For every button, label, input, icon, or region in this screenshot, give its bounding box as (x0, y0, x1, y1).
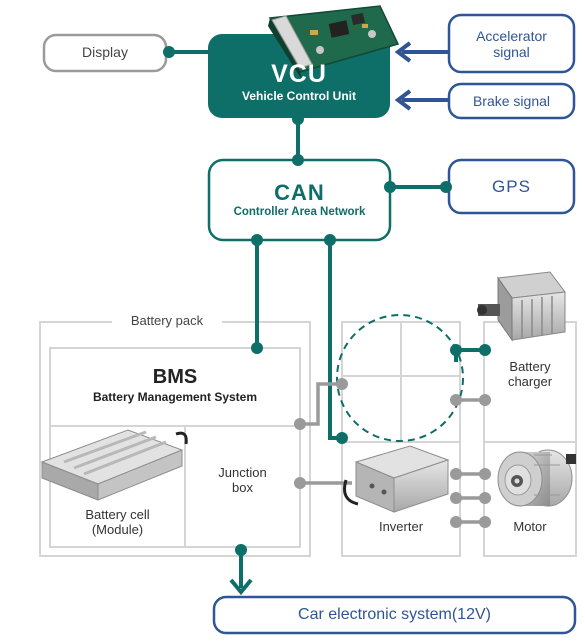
dot-charger-teal-right (479, 344, 491, 356)
gps-label: GPS (492, 177, 531, 196)
battery-module-image (40, 429, 188, 501)
dot-can-right (384, 181, 396, 193)
battery-cell-label-line2: (Module) (91, 522, 144, 537)
inverter-image (343, 445, 450, 513)
inverter-label: Inverter (378, 519, 424, 534)
vcu-circuit-board-image (268, 5, 400, 80)
dot-can-top (292, 154, 304, 166)
battery-pack-label-bg (112, 313, 222, 331)
charger-label-line1: Battery (509, 359, 551, 374)
dot-can-bms (251, 234, 263, 246)
battery-cell-label-line1: Battery cell (85, 507, 150, 522)
accelerator-box (447, 13, 576, 74)
dot-car-system (235, 544, 247, 556)
accelerator-arrowhead (394, 41, 412, 63)
car-system-label: Car electronic system(12V) (298, 606, 491, 623)
dot-inverter-1 (450, 468, 462, 480)
dot-motor-3 (479, 516, 491, 528)
dot-can-inverter (324, 234, 336, 246)
dot-motor-2 (479, 492, 491, 504)
dot-display (163, 46, 175, 58)
motor-label: Motor (513, 519, 547, 534)
can-subtitle: Controller Area Network (233, 206, 366, 218)
brake-label: Brake signal (472, 93, 551, 109)
dot-charger-gray-right (479, 394, 491, 406)
dot-bms-top (251, 342, 263, 354)
brake-box (447, 82, 576, 120)
dot-gps (440, 181, 452, 193)
dot-charger-teal-left (450, 344, 462, 356)
charger-label-line2: charger (507, 374, 553, 389)
can-inverter-link (328, 238, 342, 440)
bms-subtitle: Battery Management System (92, 390, 258, 404)
can-title: CAN (274, 180, 325, 205)
battery-charger-image (477, 271, 566, 342)
charger-panel (483, 321, 577, 443)
dot-bms-right (294, 418, 306, 430)
dot-charger-gray-left (450, 394, 462, 406)
display-label: Display (82, 44, 128, 60)
vcu-title: VCU (271, 60, 327, 88)
accelerator-label-line1: Accelerator (476, 28, 547, 44)
dot-inverter-top (336, 432, 348, 444)
bms-charger-link (300, 382, 342, 426)
accelerator-label-line2: signal (493, 44, 530, 60)
junction-box-label-line2: box (232, 480, 253, 495)
battery-pack-label: Battery pack (130, 313, 204, 328)
dot-vcu-bottom (292, 113, 304, 125)
charging-zone-dashed-circle (336, 314, 464, 442)
brake-arrowhead (394, 89, 412, 111)
dot-motor-1 (479, 468, 491, 480)
dot-charger-circuit (336, 378, 348, 390)
car-system-arrowhead (229, 578, 253, 596)
junction-box-label-line1: Junction (218, 465, 267, 480)
car-system-box (212, 595, 577, 635)
dot-junction-right (294, 477, 306, 489)
dot-inverter-3 (450, 516, 462, 528)
vcu-subtitle: Vehicle Control Unit (241, 89, 356, 103)
dot-inverter-2 (450, 492, 462, 504)
bms-title: BMS (152, 366, 198, 388)
motor-image (497, 449, 576, 507)
